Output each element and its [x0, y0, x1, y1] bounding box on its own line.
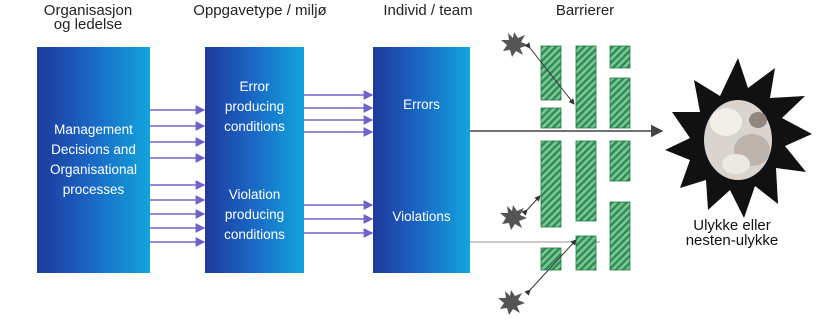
violation-conditions-line1: Violation — [228, 187, 281, 202]
task-environment-box: Error producing conditions Violation pro… — [205, 47, 304, 273]
management-box: Management Decisions and Organisational … — [37, 47, 150, 273]
management-line1: Management — [54, 122, 133, 137]
outcome-line1: Ulykke eller — [693, 217, 771, 234]
header-organisation-line2: og ledelse — [53, 16, 123, 33]
header-task-environment: Oppgavetype / miljø — [193, 2, 327, 19]
error-conditions-line3: conditions — [224, 119, 285, 134]
header-barriers: Barrierer — [555, 2, 615, 19]
violation-conditions-line3: conditions — [224, 227, 285, 242]
hazard-arrows — [521, 42, 577, 296]
arrows-task-to-individual — [303, 90, 374, 238]
outcome-label: Ulykke eller nesten-ulykke — [652, 218, 812, 248]
header-organisation-line1: Organisasjon — [43, 2, 133, 19]
violation-conditions-line2: producing — [224, 207, 285, 222]
violations-label: Violations — [392, 209, 451, 224]
error-conditions-line2: producing — [224, 99, 285, 114]
accident-explosion-icon — [665, 58, 812, 218]
management-line3: Organisational — [49, 162, 138, 177]
error-conditions-line1: Error — [239, 79, 270, 94]
outcome-line2: nesten-ulykke — [685, 232, 779, 249]
hazard-bursts — [498, 32, 528, 315]
header-individual-team: Individ / team — [383, 2, 473, 19]
header-organisation: Organisasjon og ledelse — [18, 2, 158, 33]
individual-team-box: Errors Violations — [373, 47, 470, 273]
management-line4: processes — [62, 182, 125, 197]
management-line2: Decisions and — [51, 142, 136, 157]
arrows-management-to-task — [150, 105, 206, 247]
errors-label: Errors — [403, 97, 440, 112]
barrier-blocks — [540, 45, 631, 271]
